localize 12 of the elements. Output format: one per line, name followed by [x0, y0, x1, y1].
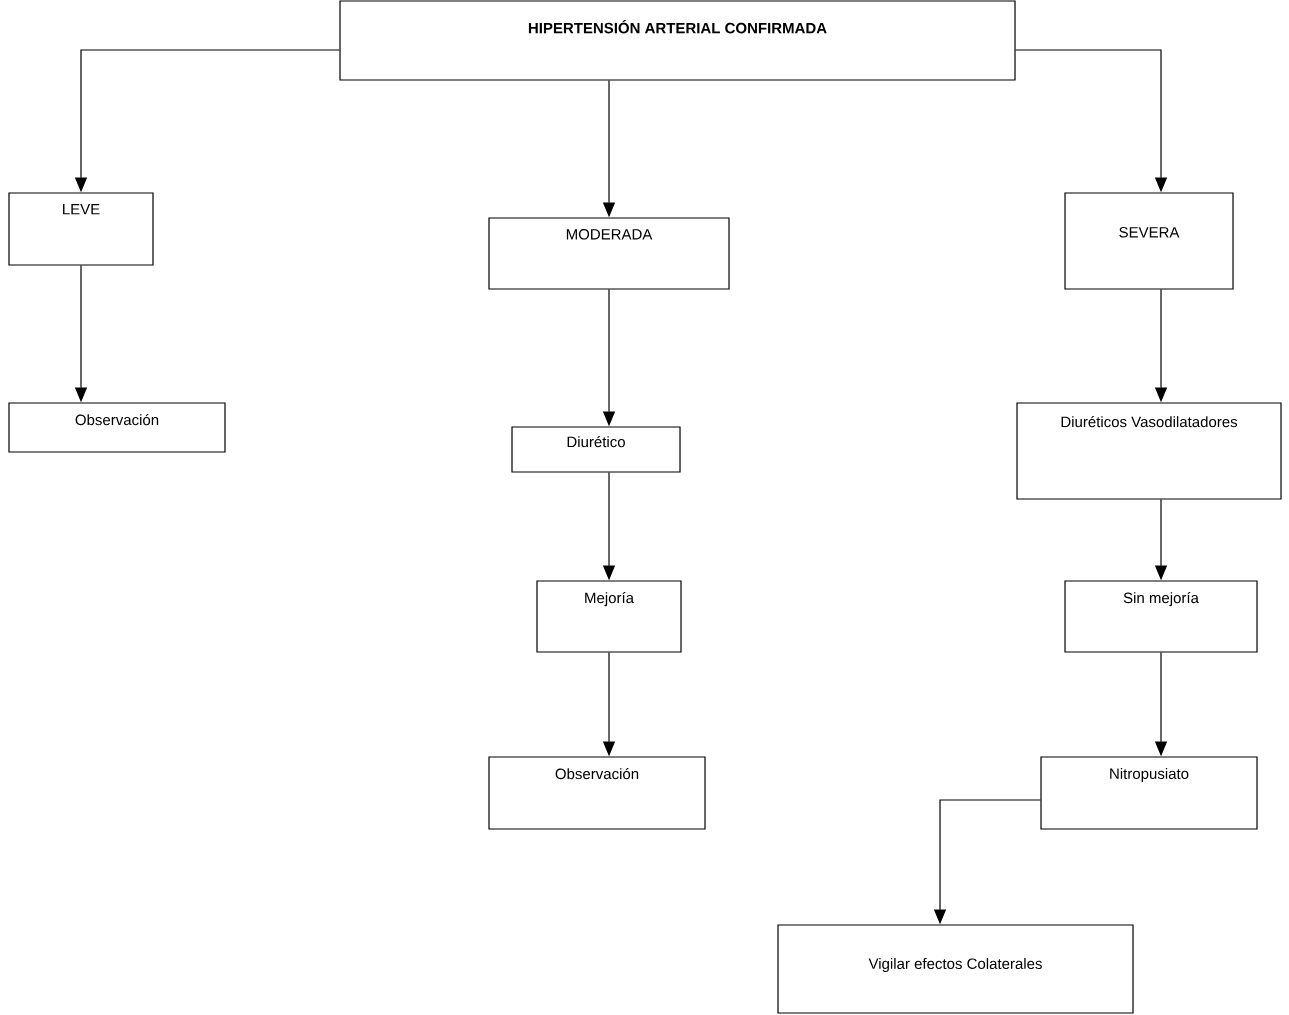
process-box: Sin mejoría: [1064, 580, 1258, 653]
process-box: LEVE: [8, 192, 154, 266]
process-box: Diurético: [511, 426, 681, 473]
process-box: Diuréticos Vasodilatadores: [1016, 402, 1282, 500]
process-box: MODERADA: [488, 217, 730, 290]
process-box: Nitropusiato: [1040, 756, 1258, 830]
process-box: SEVERA: [1064, 192, 1234, 290]
process-box: Mejoría: [536, 580, 682, 653]
process-box: Vigilar efectos Colaterales: [777, 924, 1134, 1014]
process-box: Observación: [8, 402, 226, 453]
process-box: HIPERTENSIÓN ARTERIAL CONFIRMADA: [339, 0, 1016, 81]
process-box: Observación: [488, 756, 706, 830]
